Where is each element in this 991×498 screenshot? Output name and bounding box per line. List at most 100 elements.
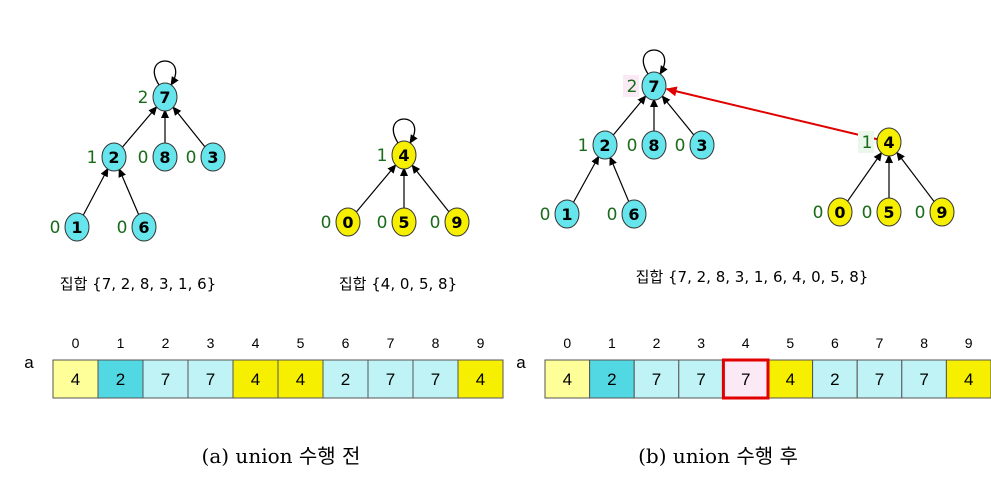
a-tree1-node-label-8: 8 bbox=[159, 148, 170, 167]
caption-b: (b) union 수행 후 bbox=[638, 444, 798, 468]
a-tree2-rank-9: 0 bbox=[430, 213, 441, 233]
a-array-index-2: 2 bbox=[162, 335, 170, 351]
a-array-value-9: 4 bbox=[476, 370, 485, 389]
a-tree2-node-label-9: 9 bbox=[451, 213, 462, 232]
a-tree2-rank-5: 0 bbox=[377, 213, 388, 233]
b-array-value-4: 7 bbox=[741, 370, 750, 389]
a-array-cell-6 bbox=[322, 359, 369, 399]
a-tree2-self-loop-4 bbox=[392, 118, 418, 144]
a-tree1-node-circle-7 bbox=[152, 82, 178, 112]
b-tree-node-label-1: 1 bbox=[561, 205, 572, 224]
a-array-value-0: 4 bbox=[71, 370, 80, 389]
set-label-a2: 집합 {4, 0, 5, 8} bbox=[339, 275, 457, 293]
b-tree-node-circle-4 bbox=[876, 127, 902, 157]
a-tree2-node-0: 00 bbox=[321, 207, 361, 237]
b-tree-node-2: 21 bbox=[578, 130, 618, 160]
b-tree-node-5: 50 bbox=[862, 197, 902, 227]
a-tree1-edge-6-to-2 bbox=[118, 168, 140, 217]
b-array-cell-2 bbox=[633, 359, 680, 399]
b-tree-node-label-6: 6 bbox=[628, 205, 639, 224]
a-tree2-edge-9-to-4 bbox=[411, 164, 451, 213]
a-tree2-rank-4: 1 bbox=[377, 146, 388, 166]
b-tree-union-arrow-4-to-7 bbox=[665, 86, 878, 141]
tree-edges bbox=[82, 86, 936, 217]
b-tree-rank-7: 2 bbox=[627, 77, 638, 97]
b-tree-node-circle-8 bbox=[641, 130, 667, 160]
a-tree1-edge-1-to-2 bbox=[82, 167, 109, 217]
a-tree2-node-label-5: 5 bbox=[398, 213, 409, 232]
a-array-value-2: 7 bbox=[161, 370, 170, 389]
b-tree-node-label-0: 0 bbox=[834, 203, 845, 222]
a-array-cell-4 bbox=[232, 359, 279, 399]
a-array-cell-2 bbox=[142, 359, 189, 399]
b-tree-node-0: 00 bbox=[813, 197, 853, 227]
a-tree1-rank-1: 0 bbox=[50, 218, 61, 238]
a-array-cell-7 bbox=[367, 359, 414, 399]
a-tree1-node-6: 60 bbox=[117, 212, 157, 242]
a-tree1-node-circle-3 bbox=[200, 142, 226, 172]
b-array-index-3: 3 bbox=[697, 335, 705, 351]
b-tree-node-4: 41 bbox=[858, 127, 902, 157]
b-array-index-7: 7 bbox=[876, 335, 884, 351]
b-array-value-3: 7 bbox=[696, 370, 705, 389]
b-tree-node-label-8: 8 bbox=[648, 136, 659, 155]
a-tree1-node-label-3: 3 bbox=[207, 148, 218, 167]
b-tree-node-6: 60 bbox=[607, 199, 647, 229]
b-tree-rank-4: 1 bbox=[862, 133, 873, 153]
b-tree-edge-2-to-7 bbox=[612, 95, 647, 137]
b-tree-node-label-7: 7 bbox=[648, 77, 659, 96]
b-tree-node-7: 72 bbox=[623, 49, 668, 101]
b-array-value-9: 4 bbox=[964, 370, 973, 389]
parent-arrays: a40217273444526777849a402172737445267778… bbox=[24, 335, 991, 400]
b-array-highlight-4 bbox=[721, 358, 770, 400]
a-tree2-node-circle-0 bbox=[335, 207, 361, 237]
a-tree2-node-circle-4 bbox=[391, 140, 417, 170]
a-tree2-rank-0: 0 bbox=[321, 213, 332, 233]
a-array-index-4: 4 bbox=[252, 335, 260, 351]
b-array-name: a bbox=[516, 353, 526, 372]
b-tree-rank-2: 1 bbox=[578, 136, 589, 156]
a-tree1-rank-3: 0 bbox=[186, 148, 197, 168]
b-tree-node-8: 80 bbox=[627, 130, 667, 160]
b-array-value-5: 4 bbox=[786, 370, 795, 389]
a-array-index-5: 5 bbox=[297, 335, 305, 351]
b-array-cell-8 bbox=[901, 359, 947, 399]
caption-a: (a) union 수행 전 bbox=[202, 444, 361, 468]
b-array-value-8: 7 bbox=[919, 370, 928, 389]
a-tree1-node-7: 72 bbox=[138, 60, 179, 112]
a-array-value-3: 7 bbox=[206, 370, 215, 389]
b-tree-node-circle-1 bbox=[554, 199, 580, 229]
set-label-a1: 집합 {7, 2, 8, 3, 1, 6} bbox=[60, 275, 216, 293]
b-tree-edge-6-to-2 bbox=[609, 156, 630, 204]
b-tree-node-circle-2 bbox=[592, 130, 618, 160]
b-tree-node-circle-6 bbox=[621, 199, 647, 229]
b-array-index-1: 1 bbox=[608, 335, 616, 351]
b-array-index-4: 4 bbox=[742, 335, 750, 351]
b-array-index-5: 5 bbox=[786, 335, 794, 351]
a-tree2-node-circle-9 bbox=[444, 207, 470, 237]
b-tree-rank-8: 0 bbox=[627, 136, 638, 156]
a-array-value-1: 2 bbox=[116, 370, 125, 389]
a-array-index-6: 6 bbox=[342, 335, 350, 351]
a-array-index-7: 7 bbox=[387, 335, 395, 351]
a-array-cell-9 bbox=[457, 359, 504, 399]
a-tree1-node-label-2: 2 bbox=[108, 148, 119, 167]
b-tree-edge-0-to-4 bbox=[846, 151, 883, 203]
a-tree1-edge-3-to-7 bbox=[172, 106, 206, 149]
b-tree-rank-6: 0 bbox=[607, 205, 618, 225]
a-array-index-1: 1 bbox=[117, 335, 125, 351]
a-array-value-5: 4 bbox=[296, 370, 305, 389]
b-tree-edge-1-to-2 bbox=[572, 155, 600, 204]
a-array-cell-0 bbox=[52, 359, 99, 399]
set-label-b: 집합 {7, 2, 8, 3, 1, 6, 4, 0, 5, 8} bbox=[636, 268, 869, 286]
a-array-cell-5 bbox=[277, 359, 324, 399]
b-tree-rank-highlight-4 bbox=[858, 131, 874, 153]
a-tree1-node-1: 10 bbox=[50, 212, 90, 242]
a-tree1-node-circle-2 bbox=[101, 142, 127, 172]
a-tree1-node-label-1: 1 bbox=[71, 218, 82, 237]
b-array-value-1: 2 bbox=[607, 370, 616, 389]
a-tree2-node-label-0: 0 bbox=[342, 213, 353, 232]
